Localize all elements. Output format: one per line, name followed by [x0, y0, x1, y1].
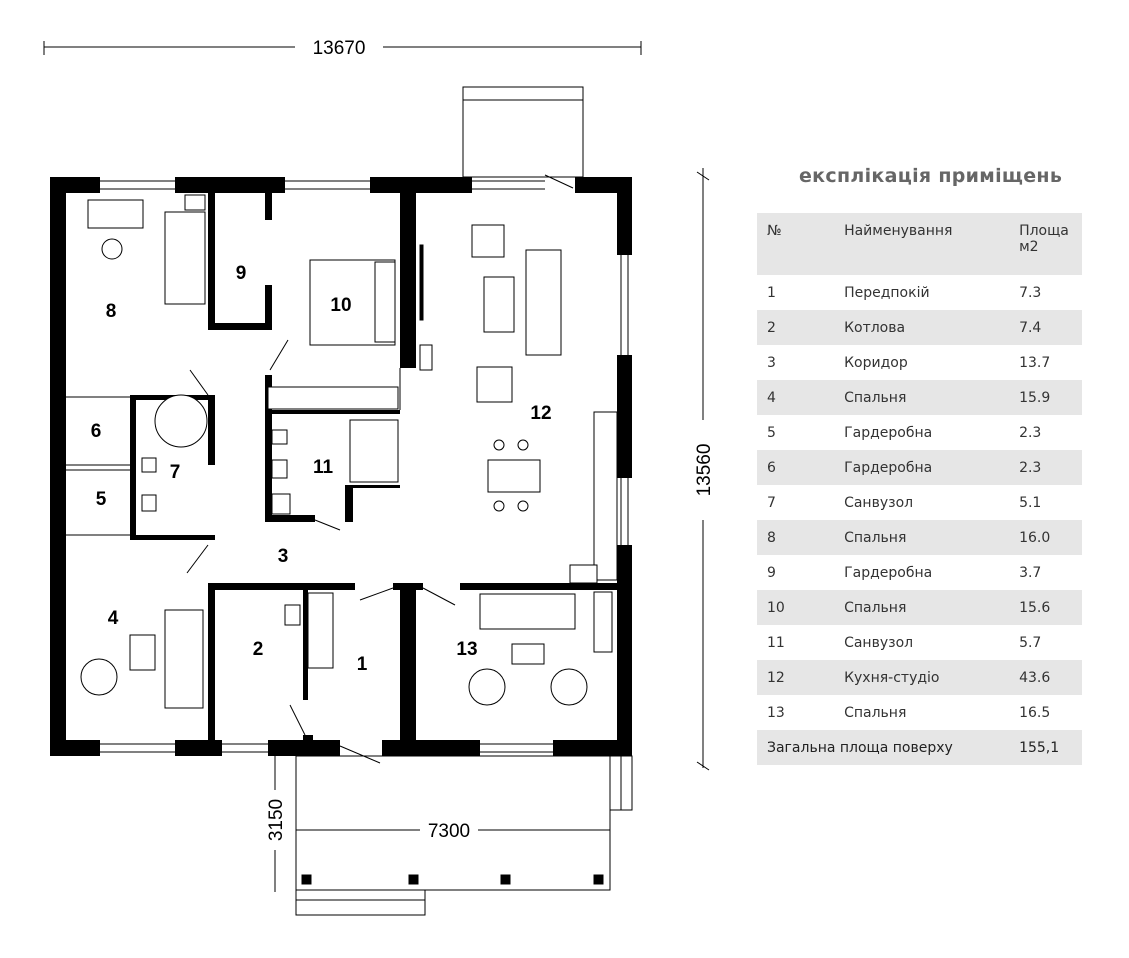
legend-row: 1 Передпокій 7.3: [757, 275, 1082, 310]
porch: [295, 86, 633, 916]
room-label-12: 12: [530, 403, 551, 424]
dimension-lines: [43, 41, 710, 892]
header-num: №: [757, 213, 835, 275]
legend-row: 9 Гардеробна 3.7: [757, 555, 1082, 590]
legend-row: 3 Коридор 13.7: [757, 345, 1082, 380]
legend-title: експлікація приміщень: [799, 165, 1063, 187]
cell-num: 3: [767, 354, 776, 371]
cell-name: Спальня: [844, 704, 907, 721]
cell-name: Гардеробна: [844, 424, 933, 441]
cell-num: 4: [757, 380, 835, 415]
cell-name: Спальня: [834, 590, 1010, 625]
room-label-2: 2: [253, 639, 264, 660]
cell-area: 5.1: [1019, 494, 1042, 511]
room-label-7: 7: [170, 462, 181, 483]
cell-name: Передпокій: [844, 284, 930, 301]
cell-name: Гардеробна: [844, 564, 933, 581]
header-area: Площа м2: [1009, 213, 1082, 275]
cell-area: 5.7: [1019, 634, 1042, 651]
cell-num: 9: [767, 564, 776, 581]
cell-area: 7.3: [1019, 284, 1042, 301]
cell-area: 16.0: [1009, 520, 1082, 555]
walls: [50, 177, 632, 756]
cell-area: 16.5: [1019, 704, 1051, 721]
total-label: Загальна площа поверху: [757, 730, 1010, 765]
total-area: 155,1: [1009, 730, 1082, 765]
cell-name: Котлова: [834, 310, 1010, 345]
legend-row: 11 Санвузол 5.7: [757, 625, 1082, 660]
cell-area: 15.6: [1009, 590, 1082, 625]
header-name: Найменування: [834, 213, 1010, 275]
cell-area: 2.3: [1009, 450, 1082, 485]
cell-area: 43.6: [1009, 660, 1082, 695]
room-label-1: 1: [357, 654, 368, 675]
dim-porch-width: 7300: [428, 821, 470, 842]
room-label-3: 3: [278, 546, 289, 567]
legend-row: 13 Спальня 16.5: [757, 695, 1082, 730]
dim-height: 13560: [694, 444, 715, 497]
legend-header-row: № Найменування Площа м2: [757, 213, 1082, 275]
cell-area: 2.3: [1019, 424, 1042, 441]
furniture: [80, 194, 618, 709]
cell-name: Санвузол: [844, 494, 914, 511]
room-label-11: 11: [313, 457, 334, 478]
cell-num: 7: [767, 494, 776, 511]
floor-plan: 13670 13560 7300 3150: [43, 38, 715, 916]
cell-name: Санвузол: [844, 634, 914, 651]
cell-area: 13.7: [1019, 354, 1051, 371]
room-label-6: 6: [91, 421, 102, 442]
legend-row: 7 Санвузол 5.1: [757, 485, 1082, 520]
room-label-8: 8: [106, 301, 117, 322]
cell-name: Коридор: [844, 354, 908, 371]
cell-area: 3.7: [1019, 564, 1042, 581]
room-label-4: 4: [108, 608, 119, 629]
cell-num: 12: [757, 660, 835, 695]
cell-num: 2: [757, 310, 835, 345]
room-label-9: 9: [236, 263, 247, 284]
dim-width: 13670: [313, 38, 366, 59]
room-labels: 1 2 3 4 5 6 7 8 9 10 11 12 13: [91, 263, 552, 675]
room-label-10: 10: [330, 295, 351, 316]
cell-num: 5: [767, 424, 776, 441]
cell-num: 10: [757, 590, 835, 625]
partitions: [66, 174, 629, 764]
cell-area: 7.4: [1009, 310, 1082, 345]
cell-num: 11: [767, 634, 785, 651]
room-label-13: 13: [456, 639, 477, 660]
cell-num: 6: [757, 450, 835, 485]
cell-name: Спальня: [834, 380, 1010, 415]
cell-area: 15.9: [1009, 380, 1082, 415]
room-label-5: 5: [96, 489, 107, 510]
cell-name: Кухня-студіо: [834, 660, 1010, 695]
cell-name: Гардеробна: [834, 450, 1010, 485]
cell-num: 8: [757, 520, 835, 555]
room-legend: експлікація приміщень № Найменування Пло…: [757, 165, 1082, 765]
cell-num: 13: [767, 704, 785, 721]
cell-name: Спальня: [834, 520, 1010, 555]
dim-porch-depth: 3150: [266, 799, 287, 841]
cell-num: 1: [767, 284, 776, 301]
legend-row: 5 Гардеробна 2.3: [757, 415, 1082, 450]
